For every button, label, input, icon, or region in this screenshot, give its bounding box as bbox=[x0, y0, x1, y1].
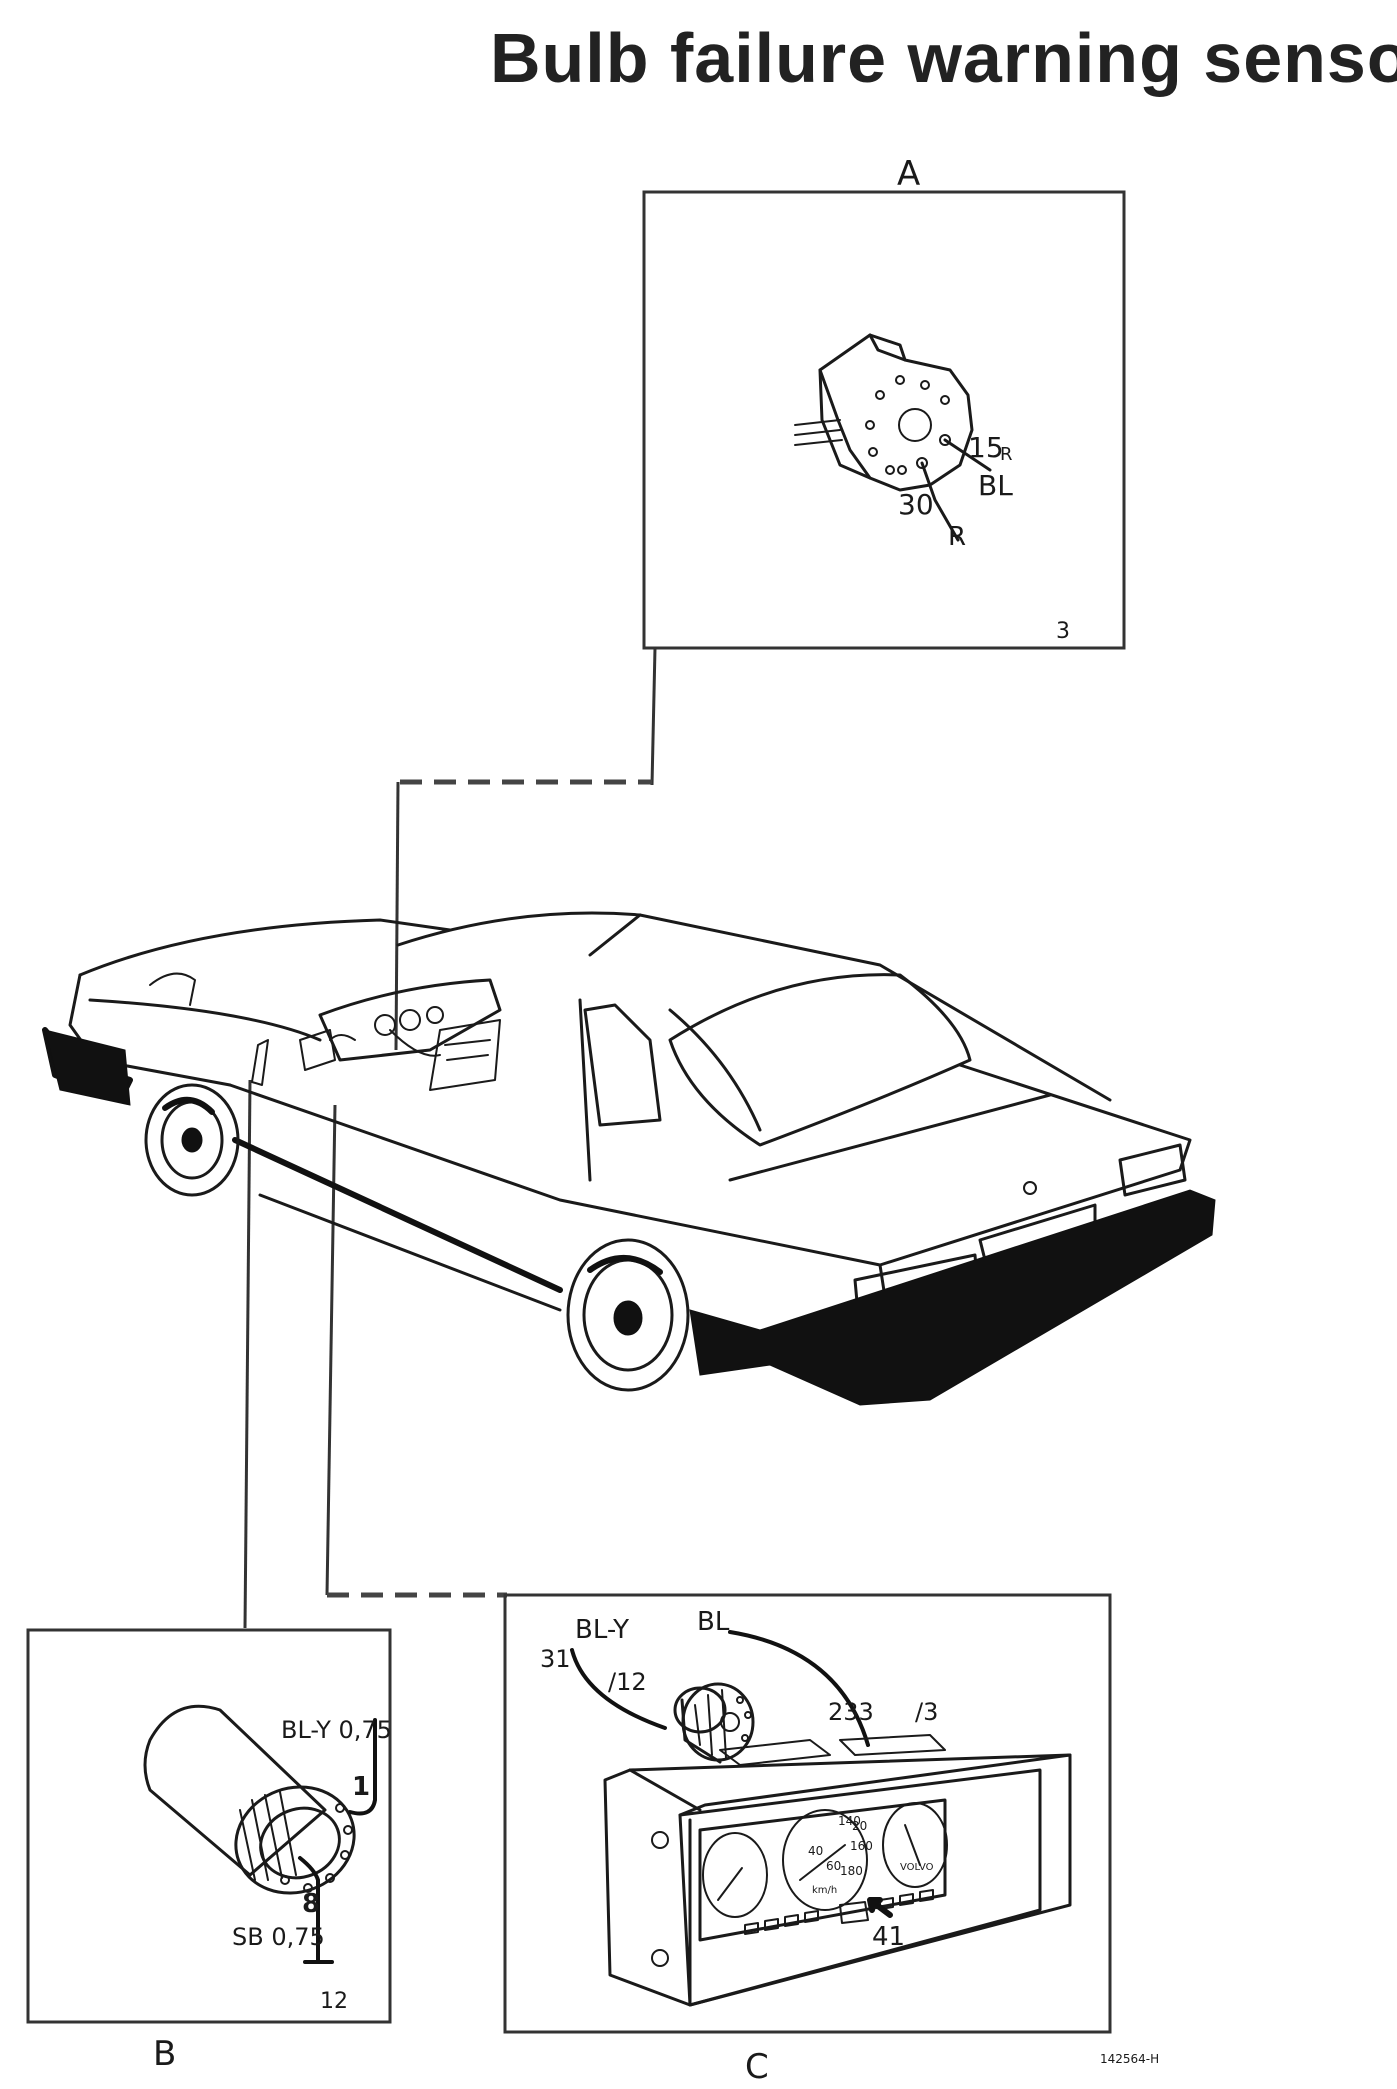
panel-c-plug bbox=[673, 1682, 755, 1764]
speedo-tick-20: 20 bbox=[852, 1819, 867, 1833]
panel-b: B BL-Y 0,75 1 8 SB 0,75 12 bbox=[26, 1628, 392, 2074]
wire-15 bbox=[943, 438, 992, 472]
panel-b-connector bbox=[143, 1704, 356, 1895]
panel-a-frame bbox=[642, 190, 1126, 650]
panel-b-frame bbox=[26, 1628, 392, 2024]
speedo-tick-140: 140 bbox=[838, 1814, 861, 1828]
ref-233-label: 233 bbox=[828, 1698, 874, 1726]
panel-c-label: C bbox=[745, 2047, 769, 2087]
ref-31-label: 31 bbox=[540, 1645, 571, 1673]
panel-a-corner-number: 3 bbox=[1056, 619, 1070, 644]
figure-reference: 142564-H bbox=[1100, 2052, 1159, 2066]
pin-15-color: R bbox=[1000, 444, 1013, 465]
panel-a-connector bbox=[794, 333, 992, 542]
leader-lines bbox=[243, 647, 657, 1629]
speedo-tick-180: 180 bbox=[840, 1864, 863, 1878]
pin-15-label: 15 bbox=[968, 431, 1004, 464]
pin-8-label: 8 bbox=[302, 1889, 320, 1919]
panel-b-corner-number: 12 bbox=[320, 1989, 348, 2014]
speedo-tick-40: 40 bbox=[808, 1844, 823, 1858]
front-wheel bbox=[144, 1083, 240, 1197]
panel-c: C bbox=[503, 1593, 1112, 2087]
wire-top-label: BL-Y 0,75 bbox=[281, 1716, 392, 1744]
ref-41-label: 41 bbox=[872, 1922, 905, 1952]
car-illustration bbox=[42, 911, 1216, 1406]
page-title: Bulb failure warning sensor bbox=[490, 19, 1397, 97]
panel-c-frame bbox=[503, 1593, 1112, 2034]
pin-30-wire-color: R bbox=[948, 522, 966, 552]
wire-bl-y-c bbox=[570, 1648, 667, 1730]
panel-a-label: A bbox=[897, 154, 920, 194]
wire-bl-y-label: BL-Y bbox=[575, 1615, 629, 1645]
wire-bl-c bbox=[728, 1630, 870, 1747]
wire-sb bbox=[298, 1856, 320, 1962]
wire-bl-y bbox=[348, 1718, 377, 1816]
ref-3-label: /3 bbox=[915, 1698, 938, 1726]
speedo-unit: km/h bbox=[812, 1885, 837, 1896]
instrument-cluster bbox=[603, 1734, 1072, 2007]
pin-30-label: 30 bbox=[898, 488, 934, 521]
speedo-tick-60: 60 bbox=[826, 1859, 841, 1873]
pin-15-wire-color: BL bbox=[978, 469, 1013, 502]
rear-wheel bbox=[566, 1238, 690, 1392]
panel-a: A 15 R BL 30 R 3 bbox=[642, 154, 1126, 650]
wire-bottom-label: SB 0,75 bbox=[232, 1923, 325, 1951]
wire-bl-label: BL bbox=[697, 1607, 730, 1637]
panel-b-label: B bbox=[153, 2034, 176, 2074]
pin-1-label: 1 bbox=[352, 1772, 370, 1802]
fuel-temp-gauge bbox=[882, 1802, 948, 1888]
brand-label: VOLVO bbox=[900, 1862, 934, 1873]
speedo-tick-160: 160 bbox=[850, 1839, 873, 1853]
speedometer bbox=[782, 1809, 868, 1911]
tachometer bbox=[702, 1832, 768, 1918]
wire-30 bbox=[920, 461, 960, 542]
ref-12-label: /12 bbox=[608, 1668, 647, 1696]
